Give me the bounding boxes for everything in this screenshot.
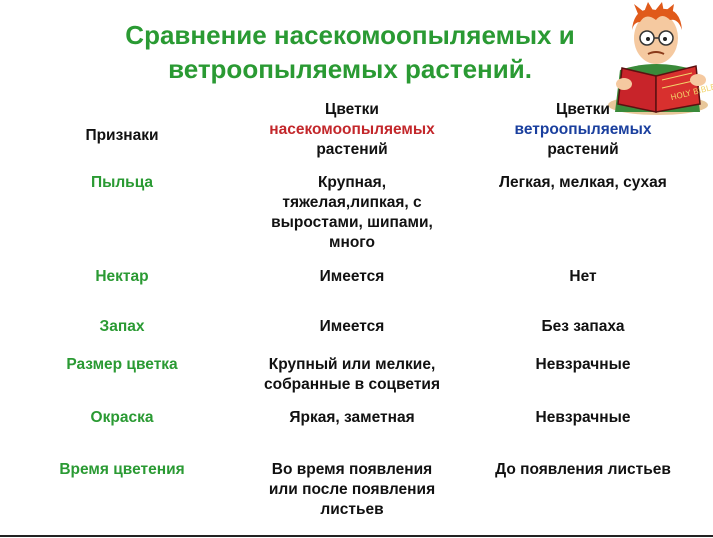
row-size-insect: Крупный или мелкие, собранные в соцветия bbox=[242, 355, 462, 395]
header-features: Признаки bbox=[85, 127, 159, 144]
title-line-1: Сравнение насекомоопыляемых и bbox=[125, 20, 575, 50]
row-color-insect: Яркая, заметная bbox=[289, 409, 415, 426]
bottom-divider bbox=[0, 535, 713, 537]
row-size-insect-line: собранные в соцветия bbox=[264, 376, 440, 393]
row-pollen-feature: Пыльца bbox=[90, 174, 154, 191]
row-color-wind: Невзрачные bbox=[535, 409, 631, 426]
header-wind-pollinated: Цветки ветроопыляемых растений bbox=[474, 100, 692, 160]
header-insect-pollinated: Цветки насекомоопыляемых растений bbox=[242, 100, 462, 160]
row-size-insect-line: Крупный или мелкие, bbox=[268, 356, 436, 373]
page-title: Сравнение насекомоопыляемых и ветроопыля… bbox=[70, 18, 630, 86]
row-bloom-feature: Время цветения bbox=[59, 461, 185, 478]
row-size-wind: Невзрачные bbox=[535, 356, 631, 373]
row-bloom-insect-line: или после появления bbox=[268, 481, 436, 498]
row-pollen-insect: Крупная, тяжелая,липкая, с выростами, ши… bbox=[242, 173, 462, 253]
row-color-feature: Окраска bbox=[90, 409, 154, 426]
row-pollen-insect-line: много bbox=[328, 234, 375, 251]
header-insect-line-3: растений bbox=[316, 141, 388, 158]
row-pollen-wind: Легкая, мелкая, сухая bbox=[499, 174, 667, 191]
row-size-feature: Размер цветка bbox=[66, 356, 178, 373]
header-wind-line-1: Цветки bbox=[556, 101, 610, 118]
title-line-2: ветроопыляемых растений. bbox=[168, 54, 532, 84]
header-insect-line-2: насекомоопыляемых bbox=[269, 121, 435, 138]
row-bloom-insect-line: листьев bbox=[320, 501, 384, 518]
row-nectar-wind: Нет bbox=[569, 268, 597, 285]
row-scent-insect: Имеется bbox=[319, 318, 385, 335]
row-bloom-insect-line: Во время появления bbox=[271, 461, 433, 478]
reading-boy-icon: HOLY BIBLE bbox=[608, 2, 713, 115]
row-scent-feature: Запах bbox=[99, 318, 145, 335]
row-pollen-insect-line: тяжелая,липкая, с bbox=[282, 194, 422, 211]
row-bloom-wind: До появления листьев bbox=[495, 461, 671, 478]
header-wind-line-3: растений bbox=[547, 141, 619, 158]
row-pollen-insect-line: Крупная, bbox=[317, 174, 387, 191]
row-bloom-insect: Во время появления или после появления л… bbox=[242, 460, 462, 520]
row-pollen-insect-line: выростами, шипами, bbox=[271, 214, 433, 231]
row-nectar-feature: Нектар bbox=[95, 268, 149, 285]
row-scent-wind: Без запаха bbox=[541, 318, 625, 335]
row-nectar-insect: Имеется bbox=[319, 268, 385, 285]
header-wind-line-2: ветроопыляемых bbox=[514, 121, 652, 138]
header-insect-line-1: Цветки bbox=[325, 101, 379, 118]
